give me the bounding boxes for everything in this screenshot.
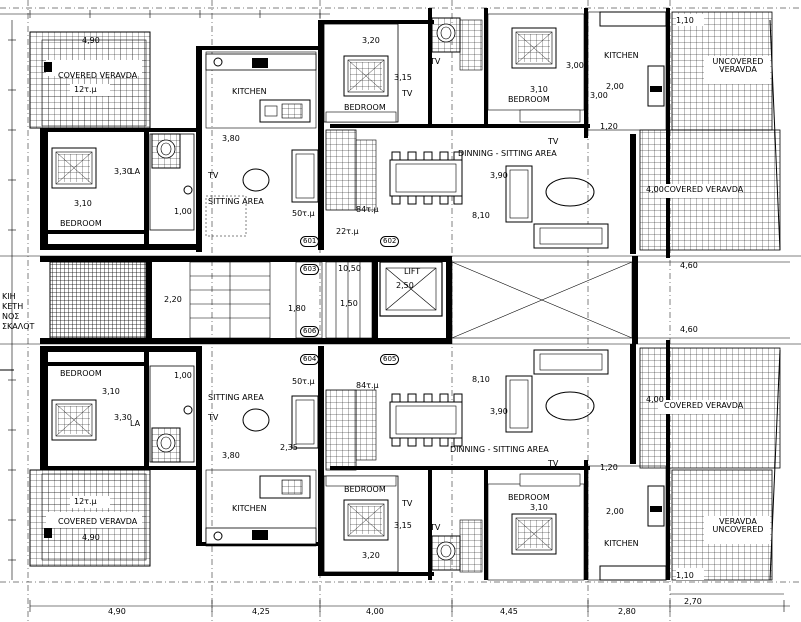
tag-601: 601 bbox=[300, 236, 320, 247]
label-la-lower: LA bbox=[130, 419, 141, 428]
sign-line-4: ΣΚΑΛΟΤ bbox=[2, 322, 35, 331]
dim-upper-400: 4,00 bbox=[646, 185, 664, 194]
tag-604: 604 bbox=[300, 354, 320, 365]
dim-axis-280: 2,80 bbox=[618, 607, 636, 616]
label-tv-lower-left: TV bbox=[208, 413, 219, 422]
label-sitting-area-upper: SITTING AREA bbox=[208, 197, 264, 206]
label-covered-veranda-bottom-left: COVERED VERAVDA bbox=[58, 517, 138, 526]
sign-line-3: ΝΟΣ bbox=[2, 312, 20, 321]
dim-lower-310: 3,10 bbox=[102, 387, 120, 396]
label-covered-veranda-top-left: COVERED VERAVDA bbox=[58, 71, 138, 80]
label-tv-bottom-bath: TV bbox=[430, 523, 441, 532]
top-dimension-ticks bbox=[0, 10, 330, 18]
bottom-dimension-line bbox=[29, 593, 790, 612]
dim-upper-380: 3,80 bbox=[222, 134, 240, 143]
dim-axis-400: 4,00 bbox=[366, 607, 384, 616]
walls-upper bbox=[40, 8, 670, 258]
area-12-top: 12τ.μ bbox=[74, 85, 97, 94]
dim-bottom-270: 2,70 bbox=[684, 597, 702, 606]
dim-lower-330: 3,30 bbox=[114, 413, 132, 422]
dim-lower-390: 3,90 bbox=[490, 407, 508, 416]
dim-top-kitchen-200: 2,00 bbox=[606, 82, 624, 91]
label-bedroom-upper-left: BEDROOM bbox=[60, 219, 102, 228]
dim-bottom-kitchen-200: 2,00 bbox=[606, 507, 624, 516]
dim-lower-810: 8,10 bbox=[472, 375, 490, 384]
dim-top-right-bed-height: 3,00 bbox=[566, 61, 584, 70]
label-bedroom-top-right: BEDROOM bbox=[508, 95, 550, 104]
dim-top-120: 1,20 bbox=[600, 122, 618, 131]
label-dinning-sitting-upper: DINNING - SITTING AREA bbox=[458, 149, 557, 158]
dim-bottom-left-width: 4,90 bbox=[82, 533, 100, 542]
dim-axis-425: 4,25 bbox=[252, 607, 270, 616]
dim-top-left-width: 4,90 bbox=[82, 36, 100, 45]
label-kitchen-top-right: KITCHEN bbox=[604, 51, 639, 60]
dim-lower-380: 3,80 bbox=[222, 451, 240, 460]
kitchen-upper bbox=[205, 51, 317, 129]
area-84-upper: 84τ.μ bbox=[356, 205, 379, 214]
dim-upper-390: 3,90 bbox=[490, 171, 508, 180]
label-kitchen-top-left: KITCHEN bbox=[232, 87, 267, 96]
dim-upper-100: 1,00 bbox=[174, 207, 192, 216]
tag-602: 602 bbox=[380, 236, 400, 247]
dim-top-center-height: 3,15 bbox=[394, 73, 412, 82]
tag-606: 606 bbox=[300, 326, 320, 337]
dim-lower-100: 1,00 bbox=[174, 371, 192, 380]
dim-core-250: 2,50 bbox=[396, 281, 414, 290]
sign-line-2: ΚΕΤΗ bbox=[2, 302, 24, 311]
label-lift: LIFT bbox=[404, 267, 421, 276]
dim-upper-330: 3,30 bbox=[114, 167, 132, 176]
label-dinning-sitting-lower: DINNING - SITTING AREA bbox=[450, 445, 549, 454]
dim-bottom-center-height: 3,15 bbox=[394, 521, 412, 530]
dim-axis-490: 4,90 bbox=[108, 607, 126, 616]
dim-core-220: 2,20 bbox=[164, 295, 182, 304]
label-kitchen-bottom-right: KITCHEN bbox=[604, 539, 639, 548]
label-tv-upper-right: TV bbox=[548, 137, 559, 146]
dim-top-110: 1,10 bbox=[676, 16, 694, 25]
label-veranda-uncovered-bottom: VERAVDA UNCOVERED bbox=[712, 517, 764, 534]
stair-hatch bbox=[49, 261, 147, 339]
label-tv-bottom-center: TV bbox=[402, 499, 413, 508]
label-tv-top-center: TV bbox=[402, 89, 413, 98]
dim-top-right-bed-width: 3,10 bbox=[530, 85, 548, 94]
label-uncovered-veranda-top: UNCOVERED VERAVDA bbox=[712, 57, 764, 74]
area-50-upper: 50τ.μ bbox=[292, 209, 315, 218]
label-bedroom-bottom-right: BEDROOM bbox=[508, 493, 550, 502]
dim-bottom-right-bed-310: 3,10 bbox=[530, 503, 548, 512]
dim-bottom-110: 1,10 bbox=[676, 571, 694, 580]
label-tv-upper-left: TV bbox=[208, 171, 219, 180]
label-covered-veranda-right-upper: COVERED VERAVDA bbox=[664, 185, 744, 194]
dim-lower-120: 1,20 bbox=[600, 463, 618, 472]
dim-axis-445: 4,45 bbox=[500, 607, 518, 616]
sign-line-1: ΚΙΗ bbox=[2, 292, 16, 301]
label-covered-veranda-right-lower: COVERED VERAVDA bbox=[664, 401, 744, 410]
area-84-lower: 84τ.μ bbox=[356, 381, 379, 390]
label-la-upper: LA bbox=[130, 167, 141, 176]
label-sitting-area-lower: SITTING AREA bbox=[208, 393, 264, 402]
tag-605: 605 bbox=[380, 354, 400, 365]
area-12-bottom: 12τ.μ bbox=[74, 497, 97, 506]
dim-top-center-width: 3,20 bbox=[362, 36, 380, 45]
area-50-lower: 50τ.μ bbox=[292, 377, 315, 386]
left-dimension-ticks bbox=[8, 20, 16, 580]
dim-lower-400: 4,00 bbox=[646, 395, 664, 404]
dim-upper-810: 8,10 bbox=[472, 211, 490, 220]
dim-top-kitchen-300: 3,00 bbox=[590, 91, 608, 100]
label-kitchen-bottom-left: KITCHEN bbox=[232, 504, 267, 513]
label-bedroom-lower-left: BEDROOM bbox=[60, 369, 102, 378]
dim-core-1050: 10,50 bbox=[338, 264, 361, 273]
dim-core-460-top: 4,60 bbox=[680, 261, 698, 270]
tag-603: 603 bbox=[300, 264, 320, 275]
label-tv-top-bath: TV bbox=[430, 57, 441, 66]
dim-lower-235: 2,35 bbox=[280, 443, 298, 452]
label-tv-lower-right: TV bbox=[548, 459, 559, 468]
label-bedroom-bottom-center: BEDROOM bbox=[344, 485, 386, 494]
dim-bottom-center-width: 3,20 bbox=[362, 551, 380, 560]
dim-core-180: 1,80 bbox=[288, 304, 306, 313]
dim-core-150: 1,50 bbox=[340, 299, 358, 308]
dim-upper-310: 3,10 bbox=[74, 199, 92, 208]
dim-core-460-bottom: 4,60 bbox=[680, 325, 698, 334]
label-bedroom-top-center: BEDROOM bbox=[344, 103, 386, 112]
area-22-upper: 22τ.μ bbox=[336, 227, 359, 236]
